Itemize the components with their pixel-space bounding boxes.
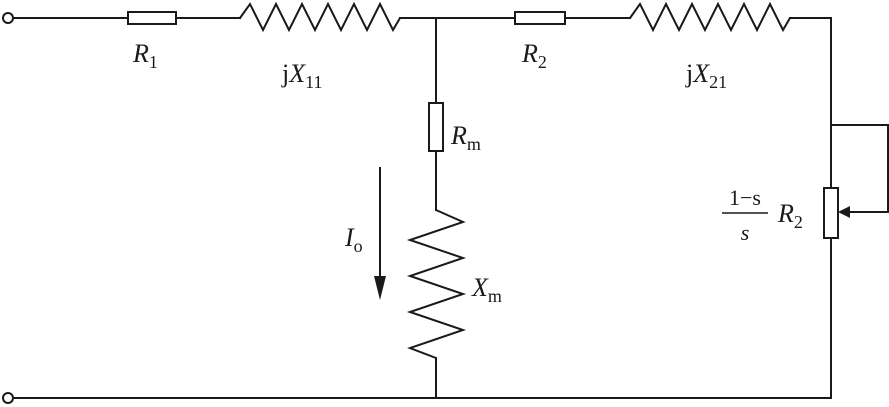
label-load-numerator: 1−s [729,185,761,210]
inductor-x21 [629,1,791,33]
resistor-r1 [127,11,177,25]
current-arrow-head [374,276,386,300]
label-io: Io [344,223,363,256]
label-x11: jX11 [281,59,322,92]
inductor-xm [406,209,467,359]
label-r1: R1 [132,39,158,72]
label-xm: Xm [471,273,502,306]
wire-load-tap [830,124,889,213]
load-tap-arrow [838,206,850,218]
inductor-x11 [239,1,401,33]
label-r2: R2 [521,39,547,72]
input-terminal-bottom [2,392,14,404]
input-terminal-top [2,12,14,24]
resistor-rm [428,102,444,152]
label-load-r2: R2 [777,199,803,232]
resistor-load [823,187,839,239]
label-rm: Rm [450,121,481,154]
label-load-denominator: s [741,220,750,245]
resistor-r2 [514,11,566,25]
label-x21: jX21 [685,59,727,92]
